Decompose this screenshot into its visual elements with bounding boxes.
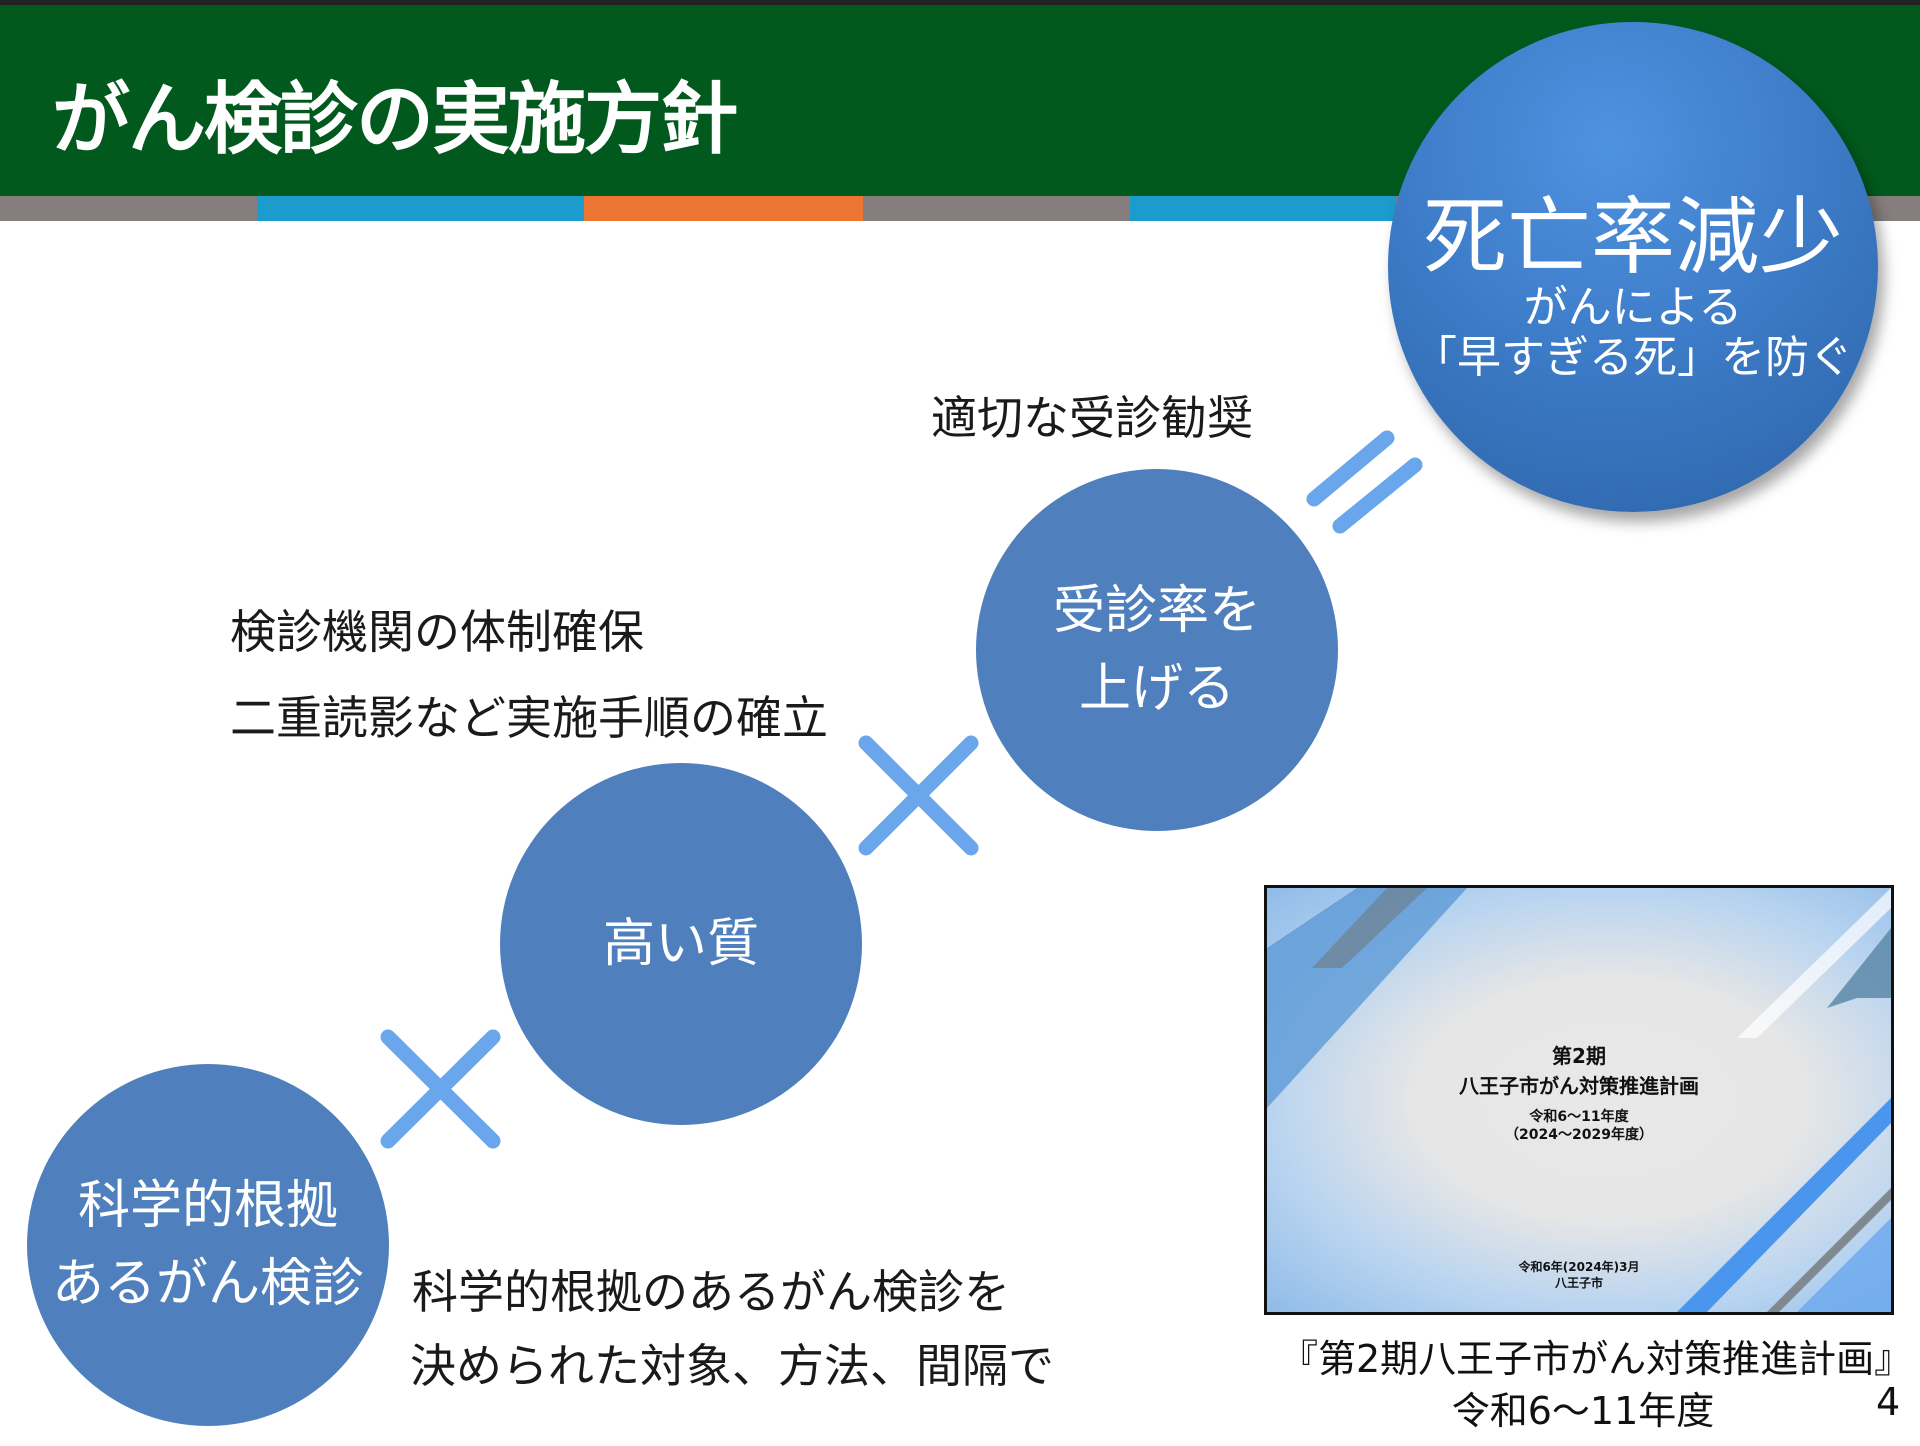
cover-title: 八王子市がん対策推進計画 <box>1459 1074 1699 1098</box>
color-bar-blue <box>1130 196 1396 221</box>
note-evidence: 決められた対象、方法、間隔で <box>410 1339 1054 1393</box>
goal-sub: がんによる <box>1523 282 1743 333</box>
color-bar-gray <box>0 196 257 221</box>
quality-circle: 高い質 <box>500 763 862 1125</box>
goal-circle: 死亡率減少 がんによる 「早すぎる死」を防ぐ <box>1388 22 1878 512</box>
plan-cover-thumbnail: 第2期 八王子市がん対策推進計画 令和6～11年度 （2024～2029年度） … <box>1264 885 1894 1315</box>
goal-main: 死亡率減少 <box>1422 188 1843 286</box>
color-bar-gray <box>863 196 1130 221</box>
note-recommend: 適切な受診勧奨 <box>931 391 1253 445</box>
color-bar-orange <box>584 196 863 221</box>
page-number: 4 <box>1876 1380 1901 1424</box>
cover-period: （2024～2029年度） <box>1505 1127 1653 1143</box>
cover-decoration <box>1267 888 1891 1312</box>
top-strip <box>0 0 1920 5</box>
multiply-icon <box>858 735 979 856</box>
participation-circle: 受診率を 上げる <box>976 469 1338 831</box>
circle-label: あるがん検診 <box>51 1254 364 1314</box>
note-quality: 検診機関の体制確保 <box>230 605 644 659</box>
circle-label: 高い質 <box>602 914 759 974</box>
circle-label: 科学的根拠 <box>77 1176 338 1236</box>
thumbnail-caption: 『第2期八王子市がん対策推進計画』 <box>1280 1337 1913 1381</box>
cover-period: 令和6～11年度 <box>1529 1109 1629 1125</box>
color-bar-blue <box>257 196 584 221</box>
cover-date: 令和6年(2024年)3月 <box>1518 1260 1640 1274</box>
goal-sub: 「早すぎる死」を防ぐ <box>1413 332 1853 383</box>
multiply-icon <box>380 1029 501 1149</box>
note-evidence: 科学的根拠のあるがん検診を <box>412 1265 1010 1319</box>
slide-title: がん検診の実施方針 <box>52 75 738 165</box>
equals-icon <box>1306 430 1423 534</box>
cover-issuer: 八王子市 <box>1554 1276 1603 1290</box>
cover-title: 第2期 <box>1552 1044 1606 1068</box>
thumbnail-caption: 令和6～11年度 <box>1451 1389 1715 1433</box>
circle-label: 上げる <box>1078 659 1235 719</box>
circle-label: 受診率を <box>1052 581 1261 641</box>
note-quality: 二重読影など実施手順の確立 <box>230 691 828 745</box>
evidence-circle: 科学的根拠 あるがん検診 <box>27 1064 389 1426</box>
